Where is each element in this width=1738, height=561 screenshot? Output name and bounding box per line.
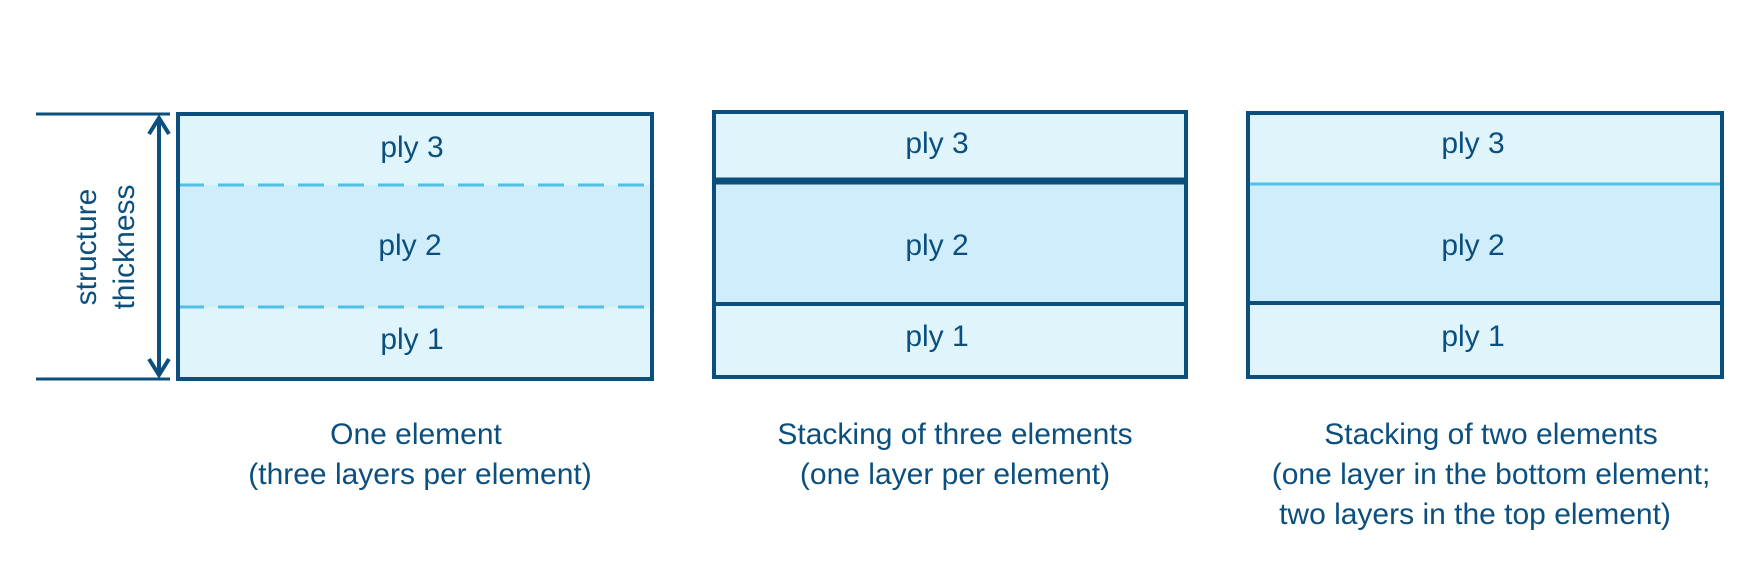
ply-3-label: ply 3 [1441,127,1504,160]
ply-1-region [1248,303,1722,377]
caption-line-2: (one layer in the bottom element; [1272,458,1711,491]
ply-2-region [178,185,652,307]
panel-three-elements: ply 3 ply 2 ply 1 Stacking of three elem… [712,110,1188,491]
ply-1-label: ply 1 [380,323,443,356]
ply-1-label: ply 1 [1441,320,1504,353]
ply-1-region [714,304,1186,377]
ply-2-label: ply 2 [1441,229,1504,262]
caption-line-1: Stacking of three elements [777,418,1132,451]
ply-1-label: ply 1 [905,320,968,353]
ply-2-label: ply 2 [905,229,968,262]
element-outline [176,112,654,381]
caption-line-2: (three layers per element) [248,458,591,491]
caption-line-3: two layers in the top element) [1279,498,1671,531]
ply-3-region [178,114,652,185]
ply-3-label: ply 3 [905,127,968,160]
double-arrow-vertical-icon [147,114,171,379]
panel-two-elements: ply 3 ply 2 ply 1 Stacking of two elemen… [1246,111,1724,531]
ply-2-region [1248,185,1722,303]
caption-line-1: One element [330,418,502,451]
stack-outline [1246,111,1724,379]
ply-3-region [1248,113,1722,185]
dimension-label-line-2: thickness [108,184,141,309]
dimension-label-line-1: structure [70,189,103,306]
ply-3-label: ply 3 [380,131,443,164]
ply-1-region [178,307,652,379]
stack-outline [712,110,1188,379]
thickness-dimension: structure thickness [36,112,171,381]
ply-2-label: ply 2 [378,229,441,262]
caption-line-2: (one layer per element) [800,458,1110,491]
ply-2-region [714,180,1186,304]
panel-one-element: ply 3 ply 2 ply 1 One element (three lay… [176,112,654,491]
caption-line-1: Stacking of two elements [1324,418,1658,451]
ply-3-region [714,112,1186,180]
